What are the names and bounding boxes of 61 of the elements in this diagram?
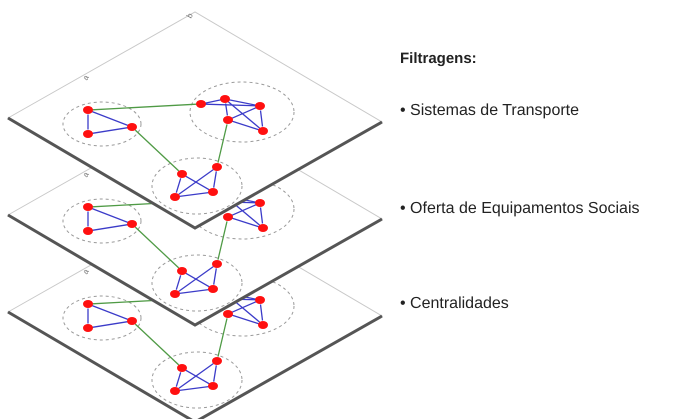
network-link xyxy=(87,308,89,324)
network-link xyxy=(176,178,182,193)
network-link xyxy=(92,300,154,304)
network-link xyxy=(92,127,128,134)
network-link xyxy=(260,304,264,321)
network-link xyxy=(186,272,210,288)
network-link xyxy=(232,107,256,119)
network-link xyxy=(92,305,128,320)
network-link xyxy=(224,103,228,116)
network-link xyxy=(232,314,259,324)
list-item: • Sistemas de Transporte xyxy=(400,102,580,120)
network-link xyxy=(179,288,209,294)
network-link xyxy=(92,208,128,223)
network-link xyxy=(232,301,256,313)
network-link xyxy=(235,302,260,323)
list-item: • Centralidades xyxy=(400,295,509,313)
network-link xyxy=(176,275,182,290)
network-link xyxy=(232,120,259,130)
network-link xyxy=(186,176,210,190)
network-link xyxy=(213,268,217,285)
network-link xyxy=(87,212,89,226)
network-link xyxy=(217,124,228,163)
network-link xyxy=(178,169,214,195)
network-link xyxy=(205,104,256,106)
network-link xyxy=(92,224,128,231)
network-link xyxy=(87,114,89,130)
network-link xyxy=(217,318,228,357)
network-link xyxy=(260,110,264,127)
network-link xyxy=(232,204,256,216)
network-link xyxy=(240,202,256,204)
network-link xyxy=(205,99,221,104)
network-link xyxy=(134,130,180,172)
network-link xyxy=(260,207,264,224)
heading: Filtragens: xyxy=(400,50,477,67)
network-link xyxy=(178,266,214,292)
corner-letter: a xyxy=(82,74,91,82)
network-link xyxy=(240,298,256,300)
network-link xyxy=(235,204,260,226)
network-link xyxy=(134,226,180,268)
network-link xyxy=(244,296,256,300)
network-link xyxy=(92,321,128,328)
network-link xyxy=(179,386,209,392)
corner-letter: a xyxy=(82,171,91,179)
network-link xyxy=(186,370,210,384)
network-link xyxy=(228,101,260,129)
network-link xyxy=(213,171,217,188)
network-link xyxy=(134,324,180,366)
network-link xyxy=(179,192,209,198)
network-link xyxy=(217,221,228,260)
network-link xyxy=(232,218,259,228)
network-link xyxy=(244,199,256,203)
network-link xyxy=(92,111,128,126)
network-link xyxy=(178,363,214,389)
network-link xyxy=(176,372,182,387)
network-link xyxy=(92,202,154,208)
corner-letter: a xyxy=(82,268,91,276)
network-link xyxy=(92,104,197,110)
list-item: • Oferta de Equipamentos Sociais xyxy=(400,200,640,218)
corner-letter: b xyxy=(186,12,195,20)
network-link xyxy=(213,365,217,382)
network-link xyxy=(229,99,256,106)
